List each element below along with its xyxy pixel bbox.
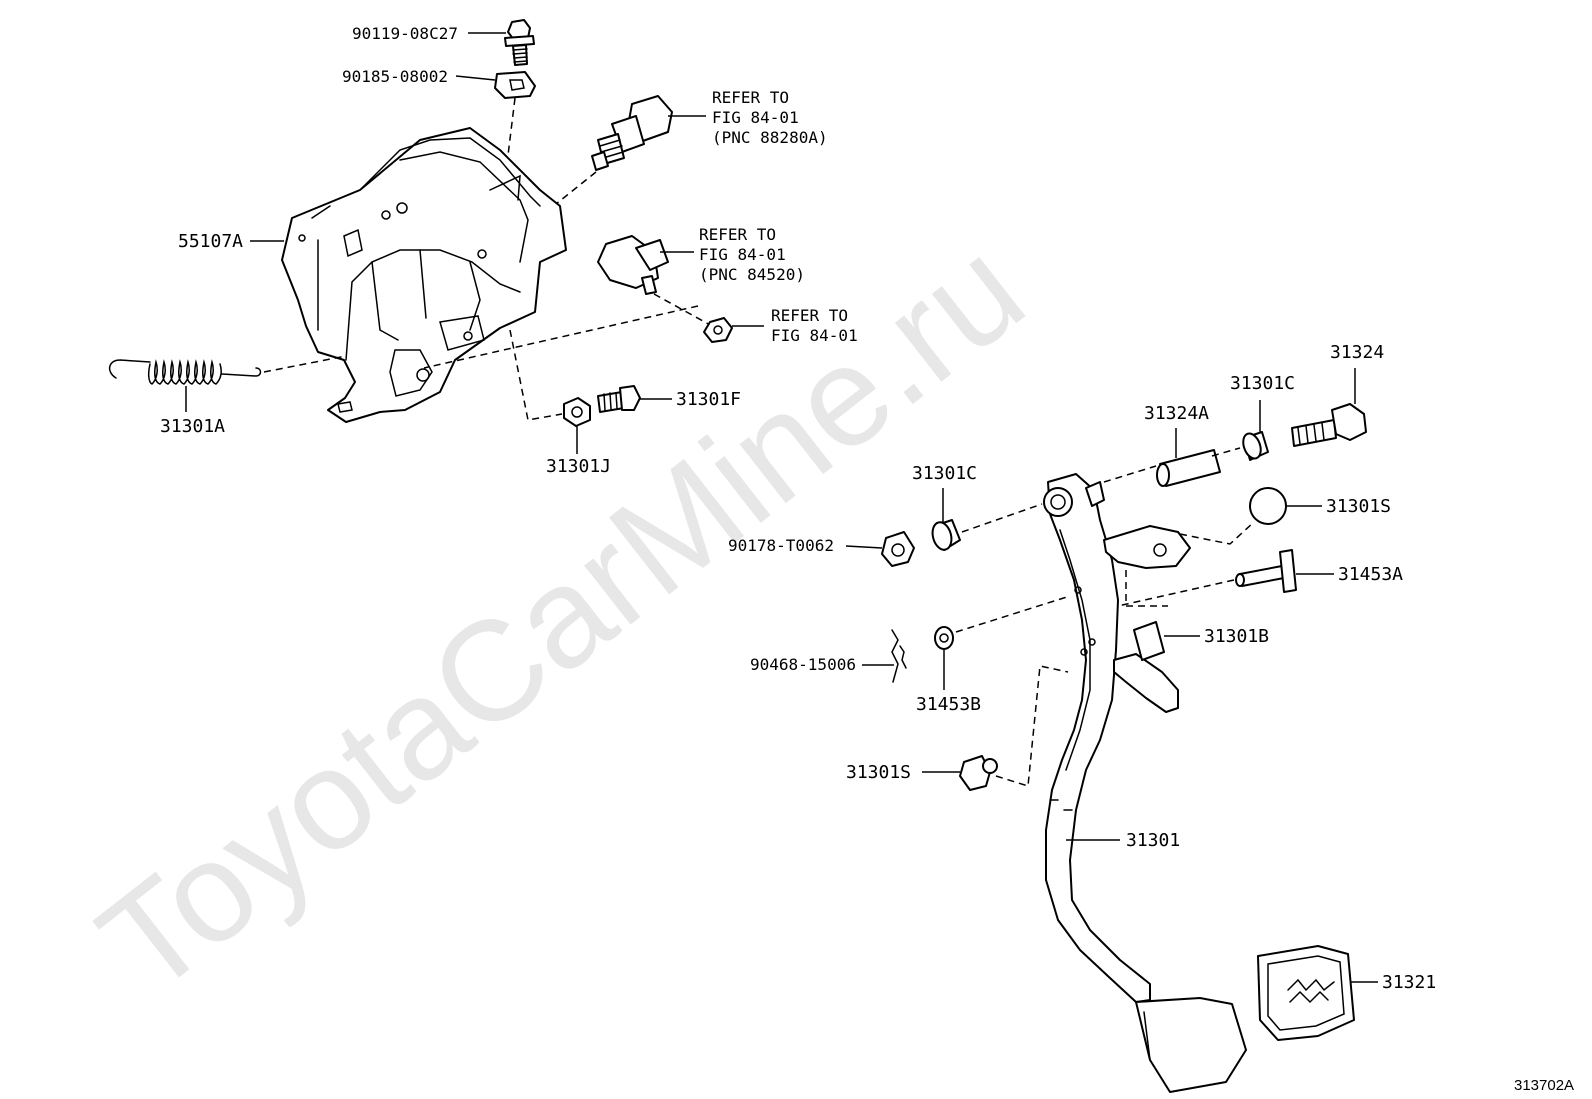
label-ref2-line3[interactable]: (PNC 84520) (699, 265, 805, 284)
dash-arm-to-collar (1103, 465, 1157, 483)
nut-31301j[interactable] (563, 397, 591, 427)
label-31301c-top[interactable]: 31301C (1230, 373, 1295, 394)
dash-collar-to-bushing (1211, 447, 1241, 457)
bushing-31301c-mid[interactable] (930, 519, 961, 552)
bushing-90178-t0062[interactable] (881, 531, 915, 567)
pedal-pad-31321[interactable] (1257, 945, 1355, 1041)
stop-lamp-switch[interactable] (591, 95, 673, 171)
label-ref2-line2[interactable]: FIG 84-01 (699, 245, 786, 264)
clip-90468-15006[interactable] (891, 629, 907, 683)
cushion-31301s-top[interactable] (1249, 487, 1287, 525)
cushion-31301b[interactable] (1133, 621, 1165, 661)
label-31453b[interactable]: 31453B (916, 694, 981, 715)
return-spring-31301a[interactable] (108, 359, 262, 385)
bushing-31453b[interactable] (934, 626, 954, 650)
pivot-bolt-31324[interactable] (1291, 403, 1367, 447)
label-90178-t0062[interactable]: 90178-T0062 (728, 536, 834, 555)
label-31453a[interactable]: 31453A (1338, 564, 1403, 585)
label-ref3-line2[interactable]: FIG 84-01 (771, 326, 858, 345)
bolt-31301f[interactable] (597, 385, 641, 413)
clutch-pedal-arm-31301[interactable] (1043, 473, 1191, 1003)
label-ref2-line1[interactable]: REFER TO (699, 225, 776, 244)
label-90185-08002[interactable]: 90185-08002 (342, 67, 448, 86)
label-90468-15006[interactable]: 90468-15006 (750, 655, 856, 674)
dash-pin-to-arm (1117, 579, 1235, 607)
label-31301s-bottom[interactable]: 31301S (846, 762, 911, 783)
leader-90178-t0062 (845, 545, 883, 549)
dash-arm-to-cushion (1179, 521, 1255, 545)
label-31301a[interactable]: 31301A (160, 416, 225, 437)
label-55107a[interactable]: 55107A (178, 231, 243, 252)
pedal-position-sensor[interactable] (597, 235, 669, 295)
pedal-foot-pad[interactable] (1135, 997, 1247, 1093)
pedal-bracket-55107a[interactable] (281, 127, 567, 423)
bushing-31301c-top[interactable] (1240, 431, 1269, 461)
label-31301s-top[interactable]: 31301S (1326, 496, 1391, 517)
dash-bracket-to-nut (509, 329, 563, 421)
label-31301j[interactable]: 31301J (546, 456, 611, 477)
dash-bushing-to-arm (961, 503, 1043, 533)
sensor-nut[interactable] (703, 317, 733, 343)
label-31301c-mid[interactable]: 31301C (912, 463, 977, 484)
stopper-31301s-bottom[interactable] (959, 755, 998, 791)
label-ref3-line1[interactable]: REFER TO (771, 306, 848, 325)
label-ref1-line1[interactable]: REFER TO (712, 88, 789, 107)
label-ref1-line3[interactable]: (PNC 88280A) (712, 128, 828, 147)
leader-90185-08002 (455, 75, 496, 81)
dash-arm-to-31301b (1125, 570, 1168, 607)
pin-31453a[interactable] (1235, 549, 1297, 593)
label-31321[interactable]: 31321 (1382, 972, 1436, 993)
bolt-90119-08c27[interactable] (504, 19, 535, 66)
dash-switch-to-bracket (555, 171, 597, 205)
label-31324a[interactable]: 31324A (1144, 403, 1209, 424)
dash-stopper-to-arm (995, 665, 1069, 787)
clip-nut-90185-08002[interactable] (494, 71, 536, 99)
label-31324[interactable]: 31324 (1330, 342, 1384, 363)
dash-spring-to-bracket (263, 355, 347, 373)
label-31301b[interactable]: 31301B (1204, 626, 1269, 647)
collar-31324a[interactable] (1156, 449, 1221, 487)
label-90119-08c27[interactable]: 90119-08C27 (352, 24, 458, 43)
dash-cross-bracket (423, 305, 699, 369)
dash-clip-to-bracket (504, 97, 516, 181)
label-ref1-line2[interactable]: FIG 84-01 (712, 108, 799, 127)
watermark: ToyotaCarMine.ru (71, 209, 1052, 1024)
dash-31453b-to-arm (955, 595, 1071, 633)
label-31301f[interactable]: 31301F (676, 389, 741, 410)
label-31301[interactable]: 31301 (1126, 830, 1180, 851)
figure-id: 313702A (1514, 1077, 1574, 1094)
